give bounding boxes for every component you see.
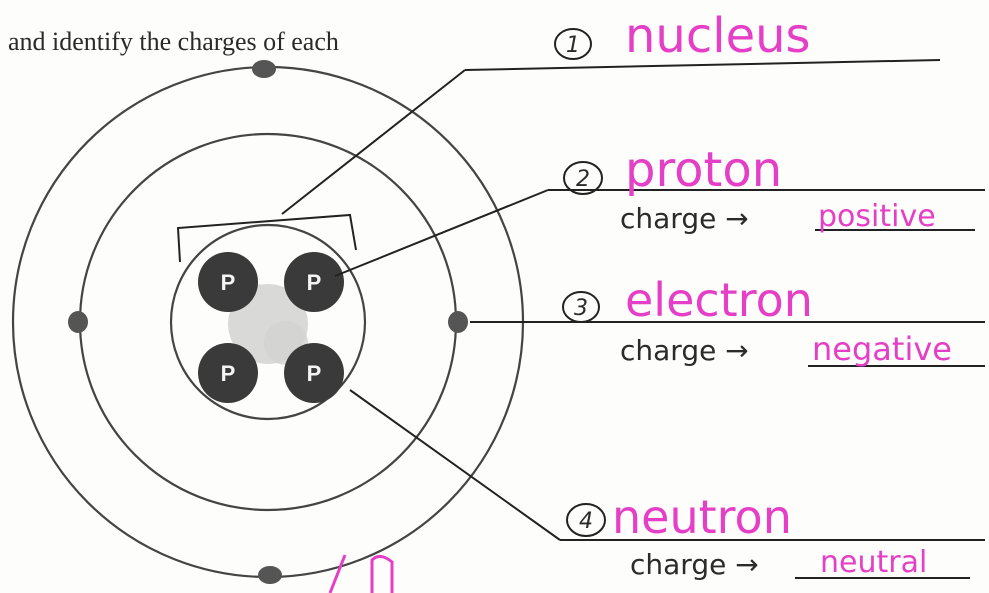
proton-symbol: P — [307, 270, 322, 295]
label-number: 2 — [576, 167, 590, 192]
proton-symbol: P — [221, 361, 236, 386]
electron-top — [252, 60, 276, 78]
proton-symbol: P — [307, 361, 322, 386]
answer-neutron-charge: neutral — [820, 545, 927, 580]
partial-handwriting — [330, 555, 392, 593]
label-group-3: 3 electron charge → negative — [563, 273, 952, 368]
proton-particle: P — [198, 252, 258, 312]
electron-right — [448, 311, 468, 333]
leader-line-nucleus — [282, 70, 465, 214]
electron-bottom — [258, 566, 282, 584]
proton-particle: P — [284, 343, 344, 403]
label-number: 3 — [574, 296, 588, 321]
label-group-4: 4 neutron charge → neutral — [567, 490, 927, 581]
answer-proton: proton — [625, 142, 782, 198]
nucleus-bracket — [178, 215, 356, 262]
proton-particle: P — [198, 343, 258, 403]
proton-symbol: P — [221, 270, 236, 295]
label-number: 1 — [566, 33, 580, 58]
answer-proton-charge: positive — [818, 199, 936, 234]
answer-electron-charge: negative — [812, 330, 952, 368]
nucleus: P P P P — [198, 252, 344, 403]
proton-particle: P — [284, 252, 344, 312]
label-group-2: 2 proton charge → positive — [564, 142, 936, 235]
answer-electron: electron — [625, 273, 813, 327]
instruction-text: and identify the charges of each — [8, 27, 339, 56]
label-group-1: 1 nucleus — [555, 8, 811, 64]
answer-nucleus: nucleus — [625, 8, 811, 64]
label-number: 4 — [579, 509, 593, 534]
charge-prefix: charge → — [620, 334, 749, 367]
answer-neutron: neutron — [612, 490, 792, 544]
leader-line-neutron — [350, 390, 560, 540]
electron-left — [68, 311, 88, 333]
charge-prefix: charge → — [630, 548, 759, 581]
charge-prefix: charge → — [620, 202, 749, 235]
